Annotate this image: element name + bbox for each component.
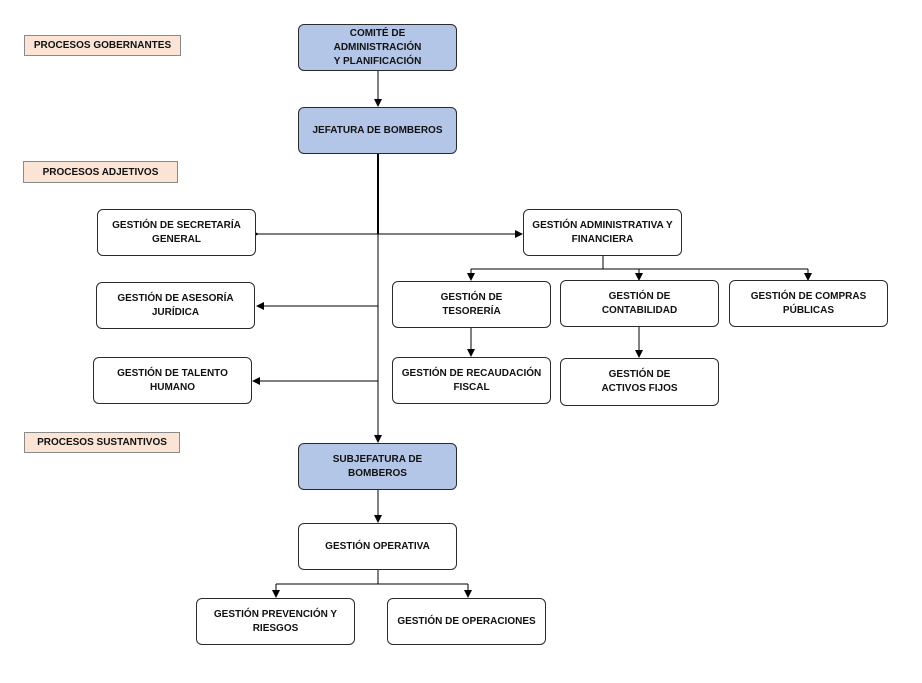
node-secretaria-general: GESTIÓN DE SECRETARÍA GENERAL [97,209,256,256]
node-contabilidad: GESTIÓN DE CONTABILIDAD [560,280,719,327]
node-prevencion-riesgos: GESTIÓN PREVENCIÓN Y RIESGOS [196,598,355,645]
node-asesoria-juridica: GESTIÓN DE ASESORÍA JURÍDICA [96,282,255,329]
node-compras-publicas: GESTIÓN DE COMPRAS PÚBLICAS [729,280,888,327]
node-recaudacion-fiscal: GESTIÓN DE RECAUDACIÓN FISCAL [392,357,551,404]
node-talento-humano: GESTIÓN DE TALENTO HUMANO [93,357,252,404]
node-tesoreria: GESTIÓN DE TESORERÍA [392,281,551,328]
tag-procesos-gobernantes: PROCESOS GOBERNANTES [24,35,181,56]
tag-procesos-adjetivos: PROCESOS ADJETIVOS [23,161,178,183]
node-gestion-operativa: GESTIÓN OPERATIVA [298,523,457,570]
node-gestion-operaciones: GESTIÓN DE OPERACIONES [387,598,546,645]
node-comite-administracion: COMITÉ DE ADMINISTRACIÓN Y PLANIFICACIÓN [298,24,457,71]
tag-procesos-sustantivos: PROCESOS SUSTANTIVOS [24,432,180,453]
node-subjefatura-bomberos: SUBJEFATURA DE BOMBEROS [298,443,457,490]
node-activos-fijos: GESTIÓN DE ACTIVOS FIJOS [560,358,719,406]
node-jefatura-bomberos: JEFATURA DE BOMBEROS [298,107,457,154]
node-administrativa-financiera: GESTIÓN ADMINISTRATIVA Y FINANCIERA [523,209,682,256]
